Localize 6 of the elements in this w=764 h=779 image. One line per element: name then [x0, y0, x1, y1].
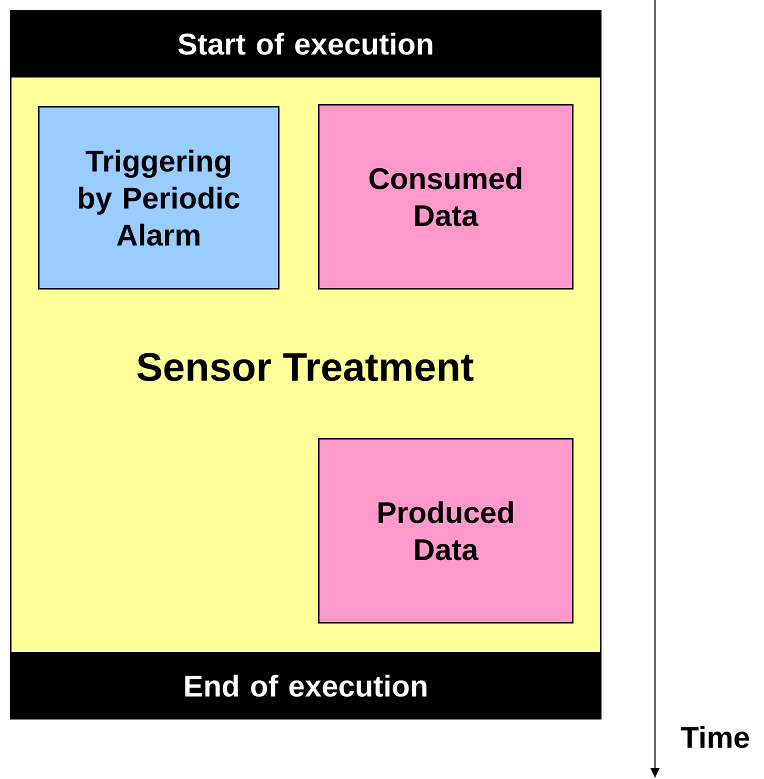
footer-band: End of execution: [10, 652, 602, 720]
header-band: Start of execution: [10, 10, 602, 78]
axis-label: Time: [680, 726, 749, 748]
data-box: Produced Data: [318, 438, 574, 624]
data-box: Consumed Data: [318, 104, 574, 290]
trigger-box: Triggering by Periodic Alarm: [38, 106, 280, 290]
